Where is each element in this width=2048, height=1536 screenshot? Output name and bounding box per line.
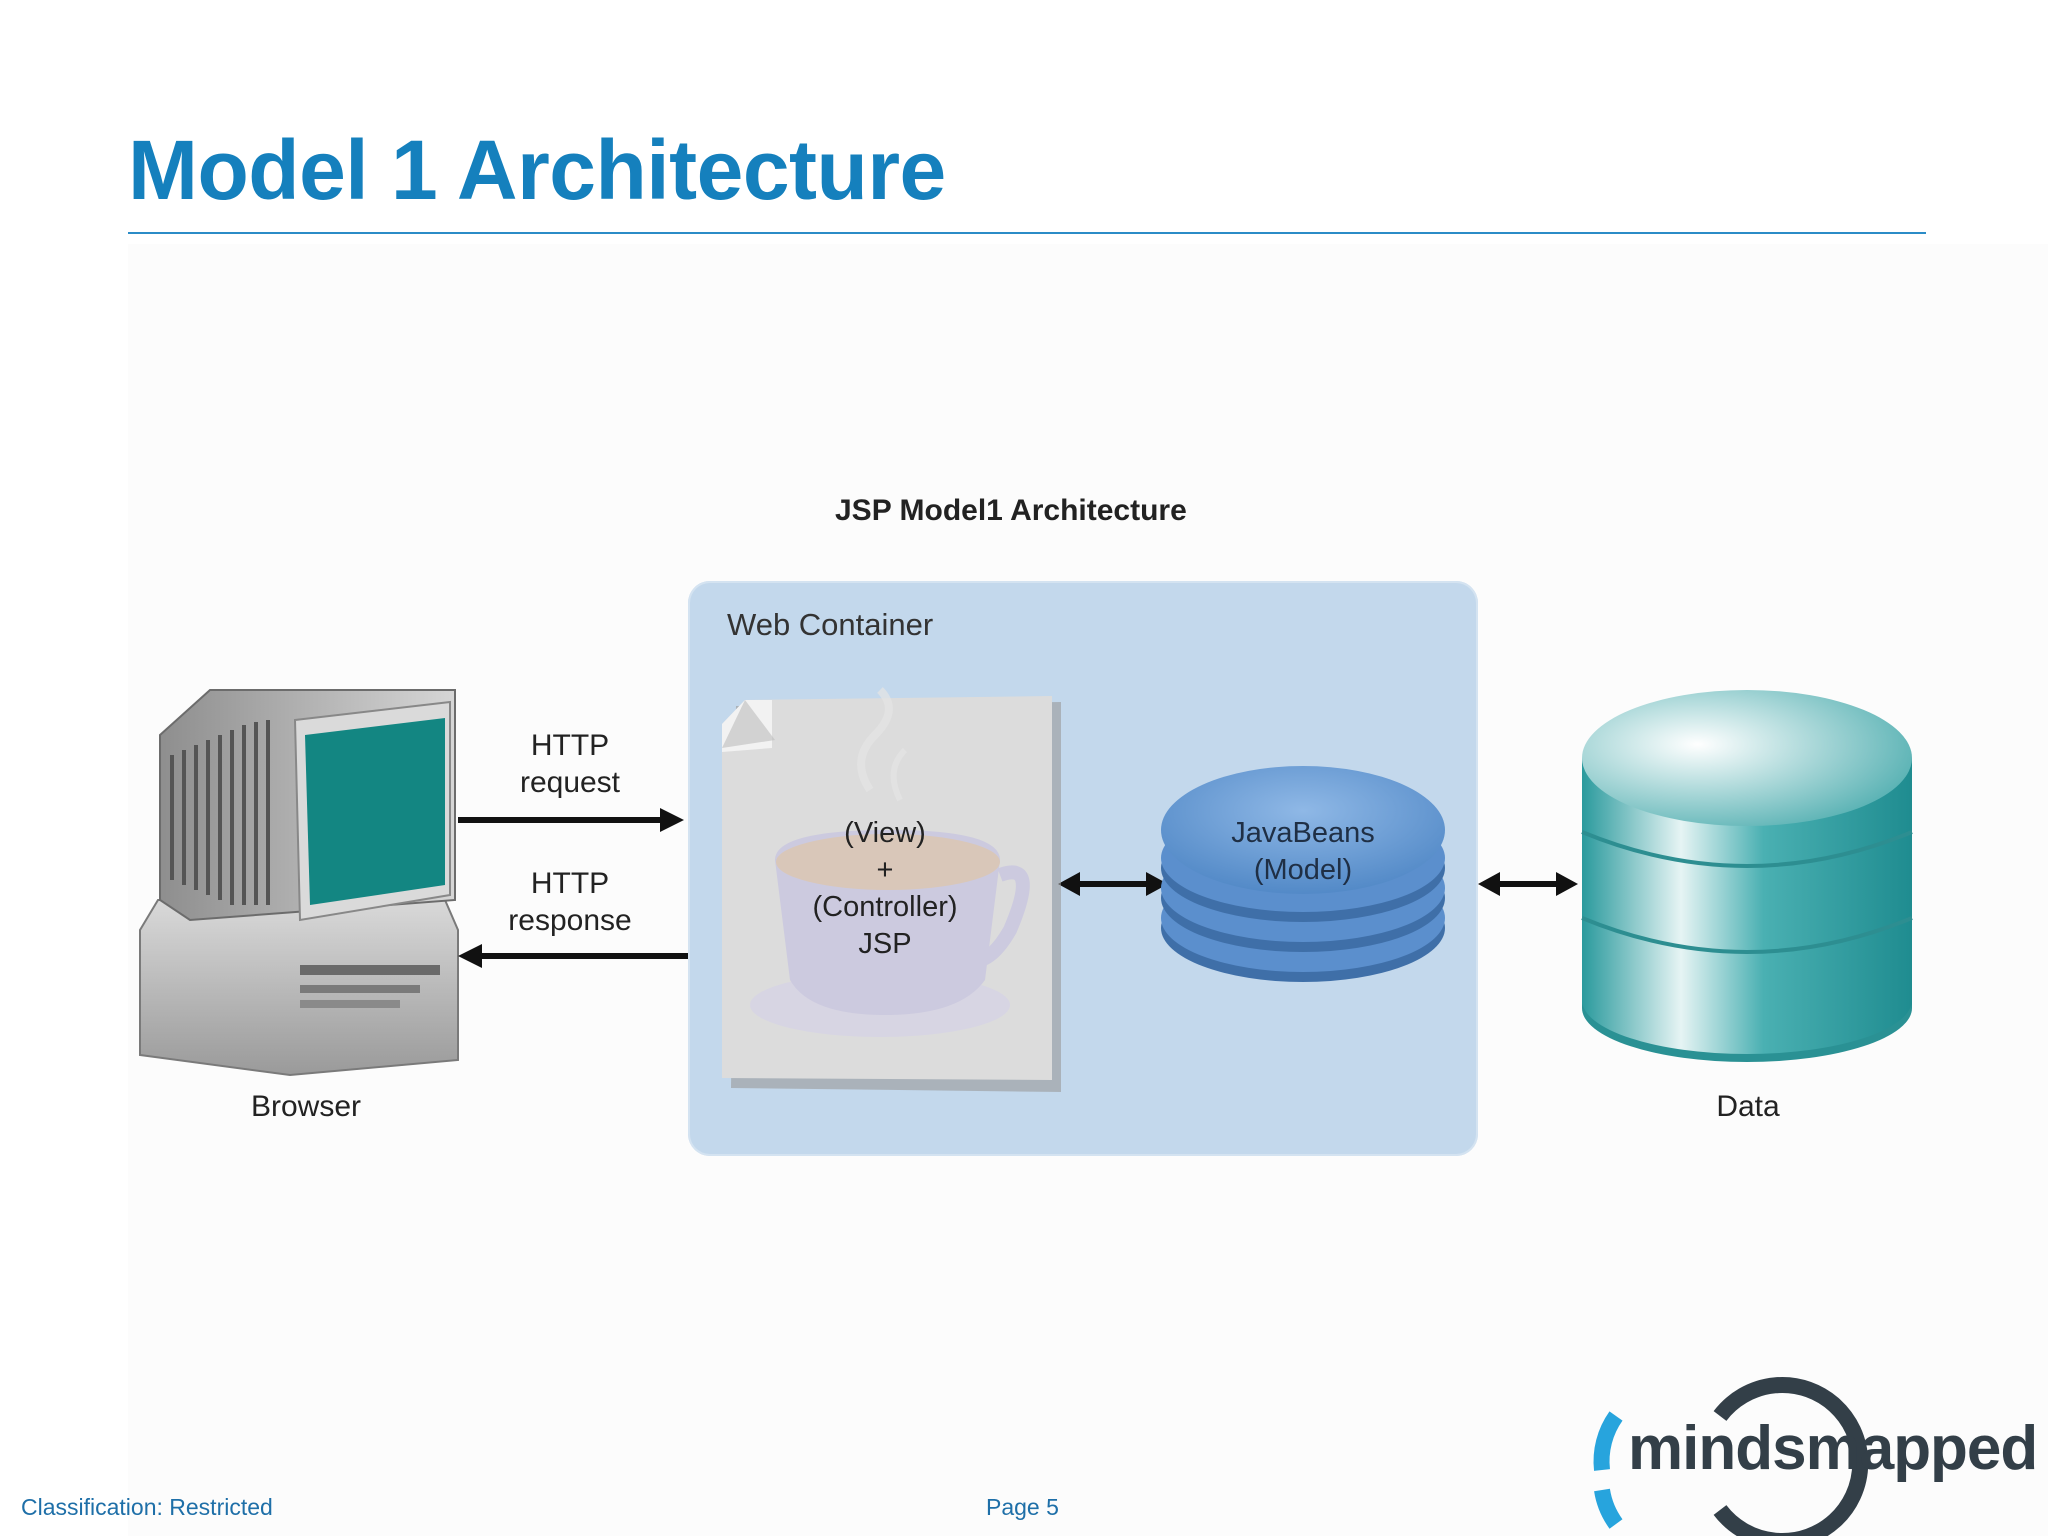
- title-divider: [128, 232, 1926, 234]
- javabeans-stack-icon: [1161, 766, 1445, 982]
- jsp-label-line1: (View): [844, 817, 926, 849]
- javabeans-label-line2: (Model): [1253, 854, 1353, 886]
- http-request-line2: request: [519, 766, 621, 799]
- http-response-label: HTTP response: [490, 865, 650, 939]
- http-request-label: HTTP request: [500, 727, 640, 801]
- mindsmapped-logo-text: mindsmapped: [1628, 1414, 2038, 1483]
- database-cylinder-icon: [1581, 690, 1913, 1062]
- diagram-title: JSP Model1 Architecture: [835, 494, 1187, 527]
- page-number: Page 5: [986, 1494, 1059, 1520]
- http-response-arrow: [458, 944, 688, 968]
- http-response-line2: response: [508, 904, 632, 937]
- browser-label: Browser: [250, 1090, 362, 1123]
- browser-computer-icon: [139, 689, 459, 1077]
- jsp-label-line4: JSP: [858, 928, 912, 960]
- classification-label: Classification: Restricted: [21, 1494, 273, 1520]
- web-container-label: Web Container: [727, 607, 934, 642]
- slide-title: Model 1 Architecture: [128, 123, 946, 217]
- beans-data-arrow: [1478, 872, 1578, 896]
- http-response-line1: HTTP: [530, 867, 610, 900]
- data-label: Data: [1716, 1090, 1780, 1123]
- http-request-line1: HTTP: [530, 729, 610, 762]
- javabeans-label: JavaBeans (Model): [1193, 815, 1413, 889]
- coffee-cup-icon: [750, 687, 1030, 1037]
- http-request-arrow: [458, 808, 684, 832]
- javabeans-label-line1: JavaBeans: [1231, 817, 1375, 849]
- jsp-beans-arrow: [1058, 872, 1168, 896]
- mindsmapped-logo-icon: [1593, 1377, 1869, 1536]
- jsp-label: (View) + (Controller) JSP: [785, 815, 985, 963]
- jsp-label-line2: +: [876, 854, 894, 886]
- jsp-label-line3: (Controller): [812, 891, 958, 923]
